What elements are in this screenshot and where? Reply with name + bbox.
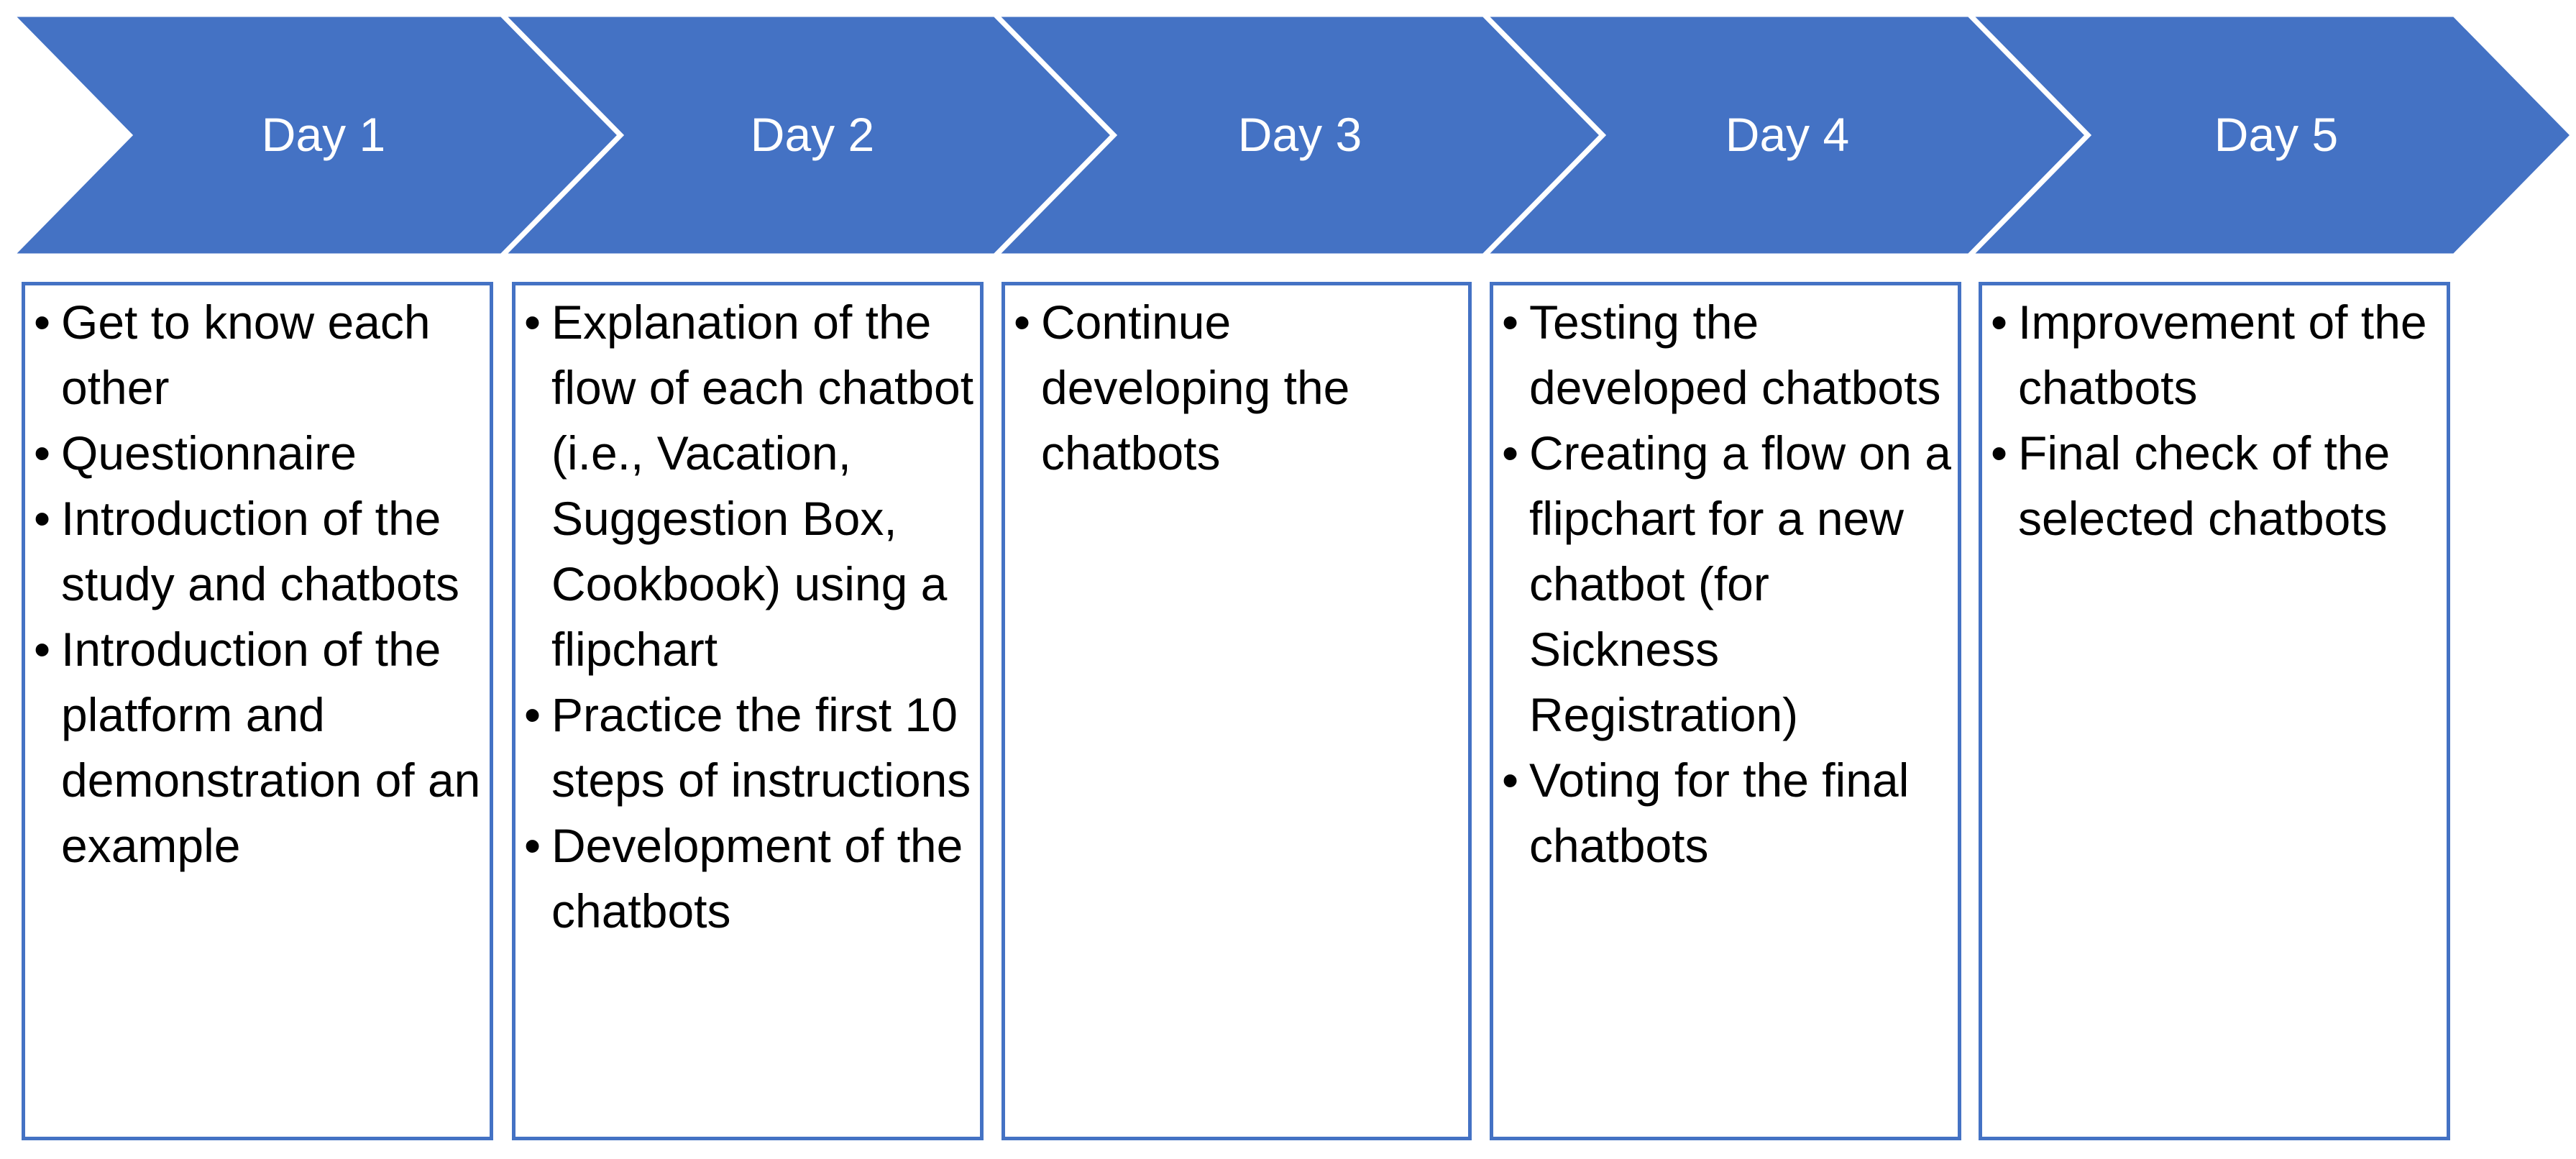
day-2-activities-box: • Explanation of the flow of each chatbo… (512, 282, 984, 1140)
chevron-day-2: Day 2 (503, 14, 1114, 256)
activity-text: Continue developing the chatbots (1041, 296, 1350, 480)
activity-text: Testing the developed chatbots (1529, 296, 1941, 414)
bullet-icon: • (34, 426, 51, 480)
chevron-label-day-4: Day 4 (1725, 108, 1849, 161)
activity-text: Practice the first 10 steps of instructi… (551, 688, 971, 807)
chevron-label-day-5: Day 5 (2214, 108, 2338, 161)
bullet-icon: • (34, 492, 51, 545)
list-item: • Explanation of the flow of each chatbo… (523, 290, 977, 682)
timeline-chevrons: Day 1 Day 2 Day 3 Day 4 Day 5 (12, 14, 2573, 256)
bullet-icon: • (34, 623, 51, 676)
bullet-icon: • (524, 688, 541, 741)
bullet-icon: • (1502, 296, 1519, 349)
day-1-activity-list: • Get to know each other • Questionnaire… (32, 290, 487, 879)
chevron-day-3: Day 3 (996, 14, 1603, 256)
chevron-label-day-3: Day 3 (1238, 108, 1362, 161)
chevron-shape-day-1 (12, 14, 620, 256)
day-4-activities-box: • Testing the developed chatbots • Creat… (1490, 282, 1961, 1140)
chevron-shape-day-5 (1970, 14, 2573, 256)
activity-text: Introduction of the study and chatbots (61, 492, 460, 610)
day-3-activity-list: • Continue developing the chatbots (1012, 290, 1465, 486)
chevron-day-5: Day 5 (1970, 14, 2573, 256)
list-item: • Development of the chatbots (523, 813, 977, 944)
list-item: • Get to know each other (32, 290, 487, 421)
bullet-icon: • (524, 296, 541, 349)
activity-text: Get to know each other (61, 296, 431, 414)
bullet-icon: • (524, 819, 541, 872)
list-item: • Practice the first 10 steps of instruc… (523, 682, 977, 813)
chevron-shape-day-3 (996, 14, 1603, 256)
list-item: • Voting for the final chatbots (1500, 748, 1955, 879)
list-item: • Testing the developed chatbots (1500, 290, 1955, 421)
bullet-icon: • (1991, 296, 2008, 349)
bullet-icon: • (1502, 753, 1519, 807)
list-item: • Improvement of the chatbots (1989, 290, 2444, 421)
chevron-day-1: Day 1 (12, 14, 620, 256)
bullet-icon: • (1014, 296, 1031, 349)
chevron-shape-day-2 (503, 14, 1114, 256)
day-4-activity-list: • Testing the developed chatbots • Creat… (1500, 290, 1955, 879)
list-item: • Creating a flow on a flipchart for a n… (1500, 421, 1955, 748)
list-item: • Continue developing the chatbots (1012, 290, 1465, 486)
day-1-activities-box: • Get to know each other • Questionnaire… (22, 282, 493, 1140)
bullet-icon: • (1502, 426, 1519, 480)
list-item: • Questionnaire (32, 421, 487, 486)
day-2-activity-list: • Explanation of the flow of each chatbo… (523, 290, 977, 944)
bullet-icon: • (34, 296, 51, 349)
day-3-activities-box: • Continue developing the chatbots (1001, 282, 1472, 1140)
activity-text: Explanation of the flow of each chatbot … (551, 296, 974, 676)
chevron-shape-day-4 (1485, 14, 2088, 256)
bullet-icon: • (1991, 426, 2008, 480)
chevron-label-day-1: Day 1 (262, 108, 385, 161)
activity-text: Introduction of the platform and demonst… (61, 623, 481, 872)
list-item: • Introduction of the platform and demon… (32, 617, 487, 879)
chevron-label-day-2: Day 2 (751, 108, 874, 161)
day-5-activity-list: • Improvement of the chatbots • Final ch… (1989, 290, 2444, 551)
activity-text: Creating a flow on a flipchart for a new… (1529, 426, 1952, 741)
activity-text: Questionnaire (61, 426, 357, 480)
activity-text: Improvement of the chatbots (2018, 296, 2427, 414)
list-item: • Introduction of the study and chatbots (32, 486, 487, 617)
activity-text: Development of the chatbots (551, 819, 963, 938)
day-5-activities-box: • Improvement of the chatbots • Final ch… (1979, 282, 2450, 1140)
chevron-day-4: Day 4 (1485, 14, 2088, 256)
activity-text: Voting for the final chatbots (1529, 753, 1910, 872)
activity-text: Final check of the selected chatbots (2018, 426, 2391, 545)
list-item: • Final check of the selected chatbots (1989, 421, 2444, 551)
